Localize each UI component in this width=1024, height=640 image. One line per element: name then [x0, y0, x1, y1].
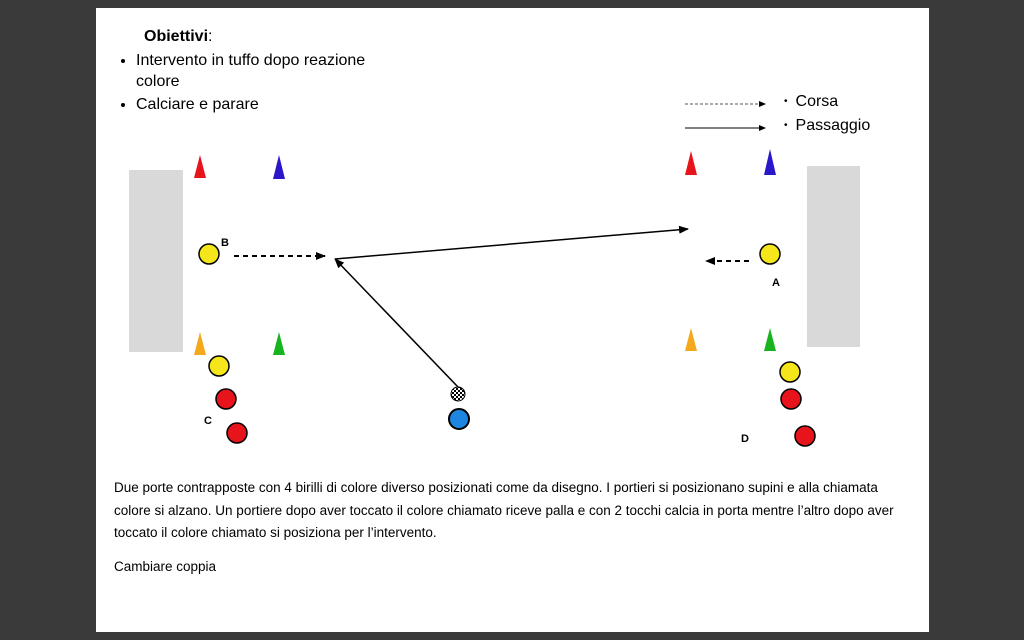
cone-blue-right	[764, 149, 776, 175]
objectives-title-text: Obiettivi	[144, 28, 209, 45]
legend-run-label: Corsa	[795, 93, 839, 110]
objectives-title-colon: :	[208, 28, 213, 45]
cone-red-left	[194, 155, 206, 178]
objective-item: Intervento in tuffo dopo reazione colore	[136, 50, 376, 92]
player-a	[759, 243, 781, 265]
objective-item: Calciare e parare	[136, 94, 376, 115]
label-c: C	[204, 415, 212, 427]
slide: B A C D Obiettivi: Intervento in tuffo d…	[96, 8, 929, 632]
cone-blue-left	[273, 155, 285, 179]
pass-line-ball-to-b	[334, 258, 459, 388]
label-b: B	[221, 237, 229, 249]
player-d-red-1	[780, 388, 802, 410]
objectives-list: Intervento in tuffo dopo reazione colore…	[116, 50, 376, 117]
cone-orange-right	[685, 328, 697, 351]
player-c-yellow	[208, 355, 230, 377]
label-d: D	[741, 433, 749, 445]
player-d-red-2	[794, 425, 816, 447]
player-b	[198, 243, 220, 265]
legend-pass-label: Passaggio	[795, 117, 871, 134]
cone-green-left	[273, 332, 285, 355]
player-blue	[448, 408, 470, 430]
drill-description: Due porte contrapposte con 4 birilli di …	[114, 480, 894, 540]
legend-run: • Corsa	[784, 93, 838, 111]
goal-right	[807, 166, 860, 347]
cone-orange-left	[194, 332, 206, 355]
ball-icon	[450, 386, 466, 402]
bullet-icon: •	[784, 96, 788, 107]
cone-red-right	[685, 151, 697, 175]
player-c-red-2	[226, 422, 248, 444]
objectives-title: Obiettivi:	[144, 28, 212, 46]
cone-green-right	[764, 328, 776, 351]
pass-line-b-to-a	[334, 225, 689, 260]
goal-left	[129, 170, 183, 352]
player-c-red-1	[215, 388, 237, 410]
drill-diagram: B A C D	[129, 101, 860, 447]
player-d-yellow	[779, 361, 801, 383]
bullet-icon: •	[784, 120, 788, 131]
legend-pass: • Passaggio	[784, 117, 870, 135]
footer-note: Cambiare coppia	[114, 559, 217, 574]
label-a: A	[772, 277, 780, 289]
